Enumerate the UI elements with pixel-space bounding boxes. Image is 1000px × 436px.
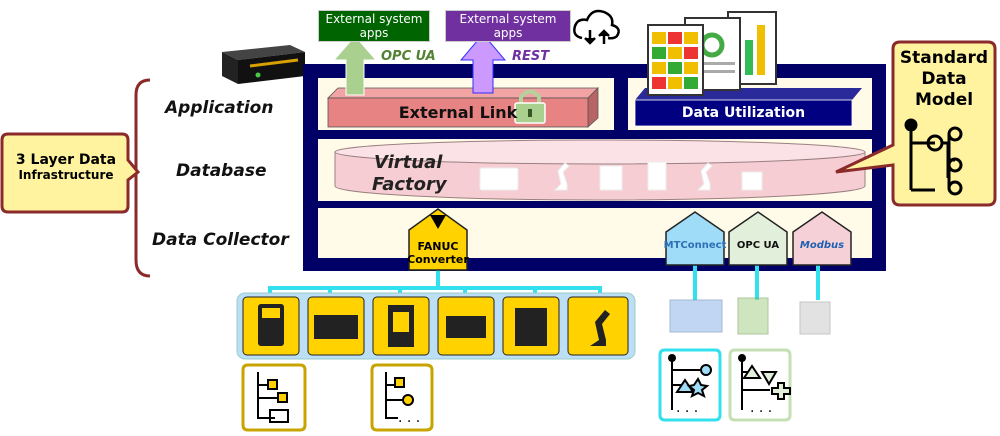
collector-panel: [318, 208, 872, 258]
cnc-machine-icon: [479, 167, 519, 191]
infrastructure-callout: [0, 132, 141, 214]
protocol-opcua-label: OPC UA: [381, 49, 436, 64]
fanuc-machine-icons: [258, 304, 610, 347]
robot-arm-icon: [553, 162, 570, 191]
fanuc-converter-label: FANUC Converter: [405, 240, 471, 266]
tree-model-icon: [257, 372, 414, 423]
layer-data-collector: Data Collector: [152, 230, 289, 250]
cabinet-icon: [314, 315, 358, 339]
virtual-factory-line1: Virtual: [374, 152, 443, 173]
robot-arm-icon: [696, 162, 713, 191]
fanuc-converter-line2: Converter: [407, 253, 469, 266]
layer-application: Application: [165, 98, 274, 118]
opc-ua-arrow: [332, 35, 378, 96]
data-utilization-box: [634, 99, 853, 127]
fanuc-converter: [408, 208, 468, 271]
adapter-opcua: [728, 211, 788, 266]
cnc-machine-icon: [647, 161, 667, 191]
standard-model-line3: Model: [914, 90, 974, 110]
cnc-machine-icon: [669, 299, 723, 333]
camera-icon: [741, 171, 763, 191]
infrastructure-label: 3 Layer Data Infrastructure: [4, 152, 128, 182]
external-app-opcua[interactable]: External system apps: [318, 10, 430, 42]
infrastructure-line2: Infrastructure: [18, 168, 114, 182]
adapter-opcua-label: OPC UA: [736, 240, 780, 251]
tree-model-icon: [668, 354, 791, 410]
virtual-machines-icons: [479, 161, 763, 191]
layer-bracket: [134, 78, 151, 278]
svg-text:. . .: . . .: [750, 400, 772, 416]
external-app-rest[interactable]: External system apps: [445, 10, 571, 42]
infrastructure-line1: 3 Layer Data: [15, 152, 117, 168]
adapter-modbus: [792, 211, 852, 266]
robot-cell-icon: [737, 297, 769, 335]
cnc-machine-icon: [599, 165, 623, 191]
tree-model-icon: [904, 118, 963, 196]
machining-center-icon: [515, 308, 547, 346]
adapter-modbus-label: Modbus: [799, 240, 845, 251]
layer-database: Database: [176, 161, 267, 181]
data-utilization-label: Data Utilization: [681, 105, 806, 121]
standard-model-label: Standard Data Model: [893, 48, 995, 111]
virtual-factory-label: Virtual Factory: [372, 152, 447, 196]
standard-model-line1: Standard: [899, 48, 989, 68]
virtual-factory-line2: Factory: [372, 174, 447, 195]
fanuc-converter-line1: FANUC: [417, 240, 459, 253]
edge-server-icon: [222, 45, 305, 84]
dashboard-screens-icon: [647, 11, 777, 96]
lock-icon: [514, 89, 546, 124]
camera-icon: [799, 301, 831, 335]
protocol-rest-label: REST: [512, 49, 550, 64]
adapter-mtconnect-label: MTConnect: [663, 240, 727, 251]
external-link-label: External Link: [398, 103, 518, 122]
rest-arrow: [459, 33, 507, 94]
fanuc-logo-icon: [430, 215, 446, 229]
third-party-machines: [669, 297, 831, 335]
adapter-mtconnect: [665, 211, 725, 266]
standard-model-line2: Data: [921, 69, 967, 89]
svg-text:. . .: . . .: [398, 410, 420, 426]
cloud-sync-icon: [573, 9, 620, 45]
robot-arm-icon: [590, 310, 610, 346]
svg-text:. . .: . . .: [676, 400, 698, 416]
lathe-icon: [446, 316, 486, 338]
